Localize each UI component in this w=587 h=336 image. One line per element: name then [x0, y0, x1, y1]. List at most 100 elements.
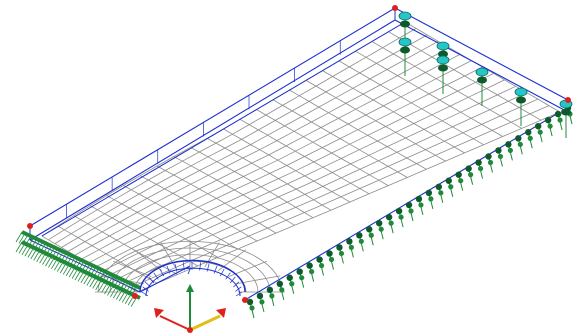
fixed-support-icon [269, 293, 275, 299]
support-hatch [27, 247, 35, 258]
fixed-support-icon [554, 110, 562, 118]
hole-arc-tick [174, 263, 178, 272]
mesh-line-v [122, 98, 539, 284]
fixed-support-icon [408, 208, 414, 214]
corner-node-marker [27, 223, 33, 229]
support-hatch [121, 292, 129, 303]
fixed-support-icon [356, 232, 363, 239]
mesh-ring-line [121, 254, 259, 293]
axis-x-line [159, 315, 191, 331]
hole-arc-tick [233, 281, 240, 288]
support-hatch [42, 254, 49, 265]
load-markers-far-end [27, 5, 573, 303]
fixed-support-icon [485, 153, 492, 160]
hole-arc-tick [219, 268, 225, 277]
load-node-icon [438, 50, 448, 58]
fixed-support-icon [544, 116, 552, 124]
fixed-support-icon [547, 123, 553, 129]
fixed-support-icon [537, 129, 543, 135]
fixed-support-icon [368, 232, 374, 238]
load-node-icon [438, 64, 448, 72]
support-hatch [62, 264, 70, 275]
mesh-line-v [67, 47, 450, 252]
support-hatch [113, 287, 120, 299]
fixed-support-icon [366, 226, 373, 233]
support-hatch [24, 245, 32, 257]
support-hatch [51, 258, 58, 270]
mesh-line-v [94, 73, 494, 268]
hole-arc-tick [225, 272, 231, 280]
fixed-support-icon [326, 250, 333, 257]
support-hatch [107, 285, 114, 296]
fixed-support-icon [296, 268, 303, 275]
fixed-support-icon [425, 189, 433, 197]
load-node-icon [436, 55, 450, 65]
mesh-line-u [173, 156, 295, 226]
fixed-support-icon [458, 178, 464, 184]
hole-arc-tick [141, 291, 149, 297]
load-node-icon [398, 11, 412, 21]
hole-arc-tick [199, 262, 202, 271]
support-hatch [48, 257, 55, 268]
hole-arc-tick [166, 265, 171, 274]
support-hatch [15, 231, 23, 243]
fixed-support-icon [534, 122, 542, 130]
support-hatch [118, 290, 126, 302]
mesh-line-v [61, 40, 439, 248]
hole-arc-tick [159, 268, 165, 277]
support-hatch [68, 266, 76, 278]
support-hatch [124, 293, 132, 305]
fixed-support-icon [405, 201, 413, 209]
fixed-support-icon [286, 274, 293, 281]
fixed-support-icon [336, 244, 343, 251]
axis-x-arrow [154, 308, 164, 318]
support-hatch [77, 271, 85, 282]
hole-arc-tick [235, 286, 242, 292]
corner-node-marker [565, 97, 571, 103]
hole-arc-tick [148, 276, 155, 284]
mesh-line-v [74, 53, 461, 256]
support-hatch [56, 261, 64, 272]
support-hatch [83, 273, 91, 285]
fixed-support-icon [517, 141, 523, 147]
support-hatch [92, 278, 100, 289]
mesh-line-u [156, 165, 277, 234]
fixed-support-icon [309, 269, 315, 275]
hole-arc-tick [182, 262, 185, 271]
support-hatch [104, 283, 111, 295]
support-hatch [33, 250, 41, 261]
hole-arc-tick [142, 286, 149, 292]
fixed-support-icon [455, 171, 462, 178]
support-row-left-edge [15, 230, 141, 307]
outline-lower-edge [29, 19, 569, 241]
fixed-support-icon [249, 305, 255, 311]
fixed-support-icon [415, 195, 423, 203]
support-hatch [110, 286, 117, 298]
fixed-support-icon [525, 129, 532, 136]
fixed-support-icon [246, 298, 254, 306]
fixed-support-icon [505, 141, 512, 148]
fixed-support-icon [448, 184, 454, 190]
load-node-icon [477, 76, 487, 84]
hole-arc-tick [235, 291, 243, 297]
hole-arc-tick [229, 276, 236, 284]
hole-arc-tick [206, 263, 210, 272]
mesh-line-v [48, 28, 417, 241]
fixed-support-icon [328, 256, 335, 263]
fixed-support-icon [477, 165, 484, 172]
fixed-support-icon [398, 214, 404, 220]
fixed-support-icon [395, 207, 403, 215]
support-hatch [86, 275, 94, 286]
finite-element-mesh[interactable] [41, 21, 561, 293]
load-node-icon [475, 67, 489, 77]
support-hatch [89, 276, 97, 288]
fixed-support-icon [465, 165, 472, 172]
support-hatch [80, 272, 88, 284]
fixed-support-icon [445, 177, 452, 184]
hole-inner-arc [145, 267, 241, 297]
mesh-line-v [115, 92, 527, 280]
support-hatch [15, 241, 23, 253]
load-node-icon [561, 108, 571, 116]
